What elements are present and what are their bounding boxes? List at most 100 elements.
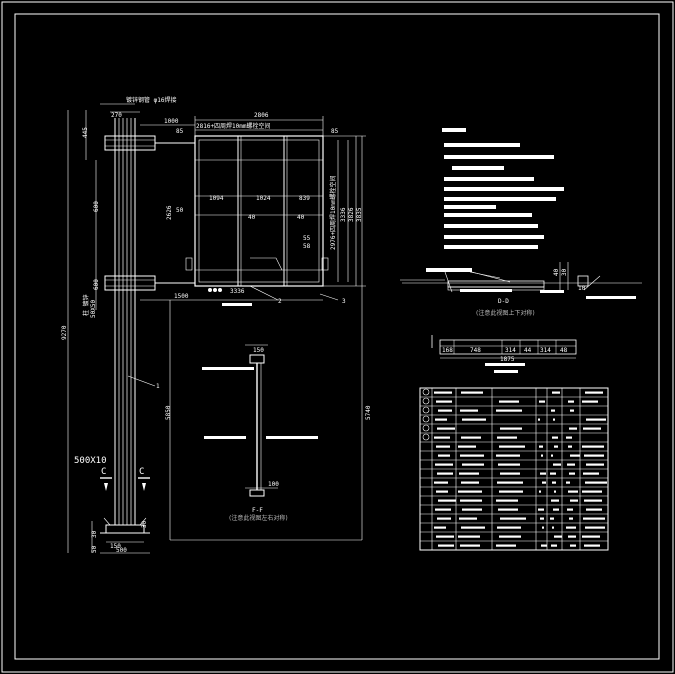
table-cell-text [540, 517, 544, 520]
table-cell-text [496, 499, 518, 502]
svg-text:48: 48 [560, 347, 568, 354]
table-cell-text [551, 409, 555, 412]
svg-text:1875: 1875 [500, 356, 515, 363]
table-cell-text [496, 409, 522, 412]
table-cell-text [460, 409, 478, 412]
table-cell-text [540, 472, 546, 475]
svg-text:3826: 3826 [348, 207, 355, 222]
table-cell-text [553, 463, 561, 466]
svg-text:50: 50 [91, 545, 98, 553]
svg-text:(注意此视图上下对称): (注意此视图上下对称) [476, 309, 535, 317]
table-cell-text [499, 490, 523, 493]
table-cell-text [462, 418, 486, 421]
svg-text:1: 1 [156, 383, 160, 390]
material-table [419, 387, 609, 551]
table-cell-text [499, 535, 521, 538]
table-cell-text [500, 472, 520, 475]
table-cell-text [550, 472, 556, 475]
svg-text:10: 10 [578, 285, 586, 292]
table-cell-text [584, 544, 600, 547]
svg-text:30: 30 [91, 530, 98, 538]
svg-text:2976+四周焊10mm螺栓空间: 2976+四周焊10mm螺栓空间 [329, 175, 337, 250]
svg-text:270: 270 [111, 112, 122, 119]
table-cell-text [461, 391, 483, 394]
table-cell-text [552, 526, 554, 529]
table-cell-text [566, 481, 570, 484]
notes-block [442, 128, 564, 249]
svg-text:50X50: 50X50 [90, 300, 97, 318]
svg-text:314: 314 [505, 347, 516, 354]
table-cell-text [438, 499, 456, 502]
svg-text:柱 镀锌: 柱 镀锌 [82, 294, 90, 316]
table-cell-text [460, 454, 484, 457]
table-cell-text [434, 526, 446, 529]
svg-text:40: 40 [553, 268, 560, 276]
dd-section: 40 30 10 D-D (注意此视图上下对称) [400, 262, 642, 317]
table-cell-text [437, 517, 451, 520]
table-cell-text [500, 427, 522, 430]
table-cell-text [586, 463, 604, 466]
table-cell-text [497, 436, 517, 439]
svg-text:150: 150 [110, 543, 121, 550]
table-cell-text [582, 490, 602, 493]
svg-text:100: 100 [268, 481, 279, 488]
svg-text:5740: 5740 [365, 405, 372, 420]
table-cell-text [566, 436, 572, 439]
svg-text:50: 50 [176, 207, 184, 214]
table-cell-text [570, 409, 574, 412]
svg-text:30: 30 [141, 520, 148, 528]
svg-text:40: 40 [248, 214, 256, 221]
table-cell-text [584, 499, 602, 502]
pole-dimension-labels: 镀锌钢管 φ16焊接 270 445 600 600 9270 5850 500… [61, 96, 176, 554]
table-cell-text [538, 418, 540, 421]
svg-text:2806: 2806 [254, 112, 269, 119]
table-cell-text [538, 508, 544, 511]
table-cell-text [498, 463, 520, 466]
svg-text:2: 2 [278, 298, 282, 305]
svg-text:2626: 2626 [166, 205, 173, 220]
table-cell-text [461, 436, 481, 439]
table-cell-text [567, 508, 573, 511]
svg-text:镀锌钢管 φ16焊接: 镀锌钢管 φ16焊接 [126, 96, 176, 104]
table-cell-text [458, 445, 476, 448]
svg-text:3835: 3835 [356, 207, 363, 222]
svg-text:1024: 1024 [256, 195, 271, 202]
table-cell-text [552, 436, 558, 439]
svg-text:500X10: 500X10 [74, 456, 107, 466]
svg-text:40: 40 [297, 214, 305, 221]
svg-text:500: 500 [116, 547, 127, 554]
table-cell-text [458, 535, 480, 538]
table-cell-text [554, 445, 558, 448]
table-cell-text [438, 454, 450, 457]
table-cell-text [437, 427, 455, 430]
table-cell-text [539, 490, 541, 493]
svg-text:5850: 5850 [165, 405, 172, 420]
table-cell-text [551, 454, 553, 457]
table-cell-text [497, 526, 521, 529]
table-cell-text [584, 454, 604, 457]
svg-text:58: 58 [303, 243, 311, 250]
table-cell-text [435, 508, 451, 511]
table-cell-text [497, 481, 523, 484]
pole-elevation [67, 103, 195, 554]
table-cell-text [460, 499, 482, 502]
table-cell-text [500, 517, 526, 520]
svg-text:445: 445 [82, 127, 89, 138]
table-cell-text [585, 391, 603, 394]
table-cell-text [568, 535, 576, 538]
table-cell-text [567, 463, 575, 466]
table-cell-text [541, 454, 543, 457]
svg-text:600: 600 [93, 201, 100, 212]
table-cell-text [586, 418, 606, 421]
svg-text:3336: 3336 [230, 288, 245, 295]
svg-text:C: C [101, 467, 106, 477]
table-cell-text [554, 490, 556, 493]
table-cell-text [583, 517, 605, 520]
table-cell-text [435, 463, 453, 466]
table-cell-text [499, 445, 525, 448]
table-cell-text [498, 508, 518, 511]
table-cell-text [582, 535, 600, 538]
table-cell-text [437, 472, 453, 475]
table-cell-text [551, 544, 557, 547]
